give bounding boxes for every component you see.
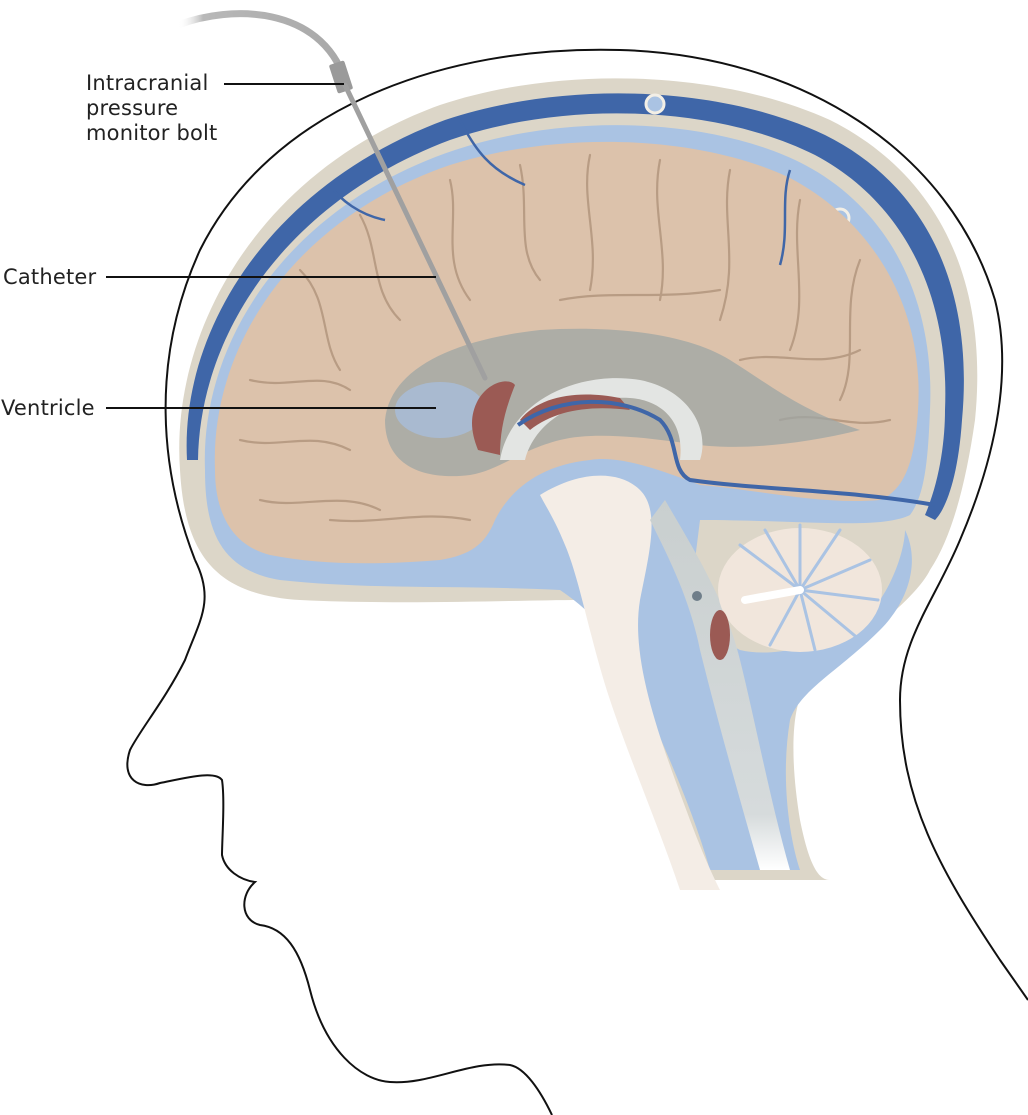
brain-sulci	[238, 153, 892, 523]
choroid-plexus	[472, 381, 515, 455]
leader-line-bolt	[224, 83, 344, 85]
label-line: pressure	[86, 96, 179, 120]
brainstem	[540, 475, 720, 890]
label-line: Catheter	[3, 265, 97, 289]
cerebral-aqueduct	[692, 591, 702, 601]
cerebellum	[718, 523, 882, 652]
head-outline	[164, 48, 1028, 1001]
fourth-ventricle-column	[650, 500, 790, 870]
monitor-cable	[174, 10, 349, 84]
internal-cerebral-vein	[516, 399, 936, 507]
face-profile	[126, 559, 553, 1115]
leader-line-ventricle	[106, 407, 436, 409]
label-line: Ventricle	[1, 396, 95, 420]
arachnoid-granulation	[644, 93, 666, 115]
leader-line-catheter	[106, 276, 436, 278]
ventricle-cavity	[395, 382, 485, 438]
corpus-callosum	[500, 378, 703, 460]
label-catheter: Catheter	[3, 265, 96, 290]
monitor-bolt	[329, 60, 353, 94]
catheter-tube	[342, 82, 488, 381]
label-line: monitor bolt	[86, 121, 218, 145]
label-ventricle: Ventricle	[1, 396, 95, 421]
cortical-vessels	[328, 119, 792, 266]
choroid-plexus-fourth	[710, 610, 730, 660]
label-line: Intracranial	[86, 71, 209, 95]
label-intracranial-pressure-monitor-bolt: Intracranial pressure monitor bolt	[86, 71, 218, 146]
